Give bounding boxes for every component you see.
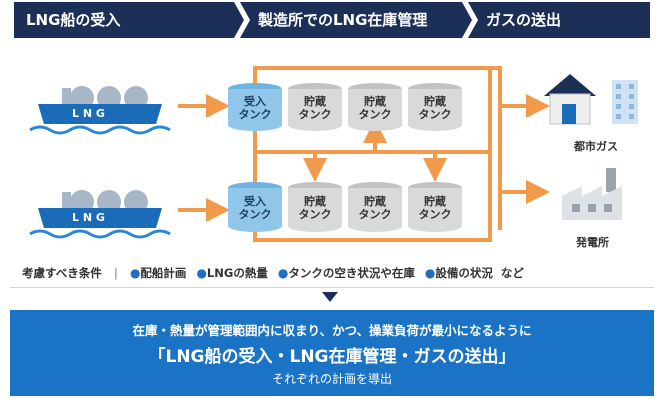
ship-icon — [29, 190, 171, 239]
process-header-background — [14, 2, 650, 38]
power-plant-icon — [562, 168, 622, 220]
power-plant-label: 発電所 — [576, 236, 609, 249]
receive-tank-2 — [228, 182, 282, 232]
ship-icon — [29, 86, 171, 135]
result-line-3: それぞれの計画を導出 — [271, 372, 392, 386]
storage-tank-2b-label: 貯蔵タンク — [358, 195, 392, 221]
step-receive-label: LNG船の受入 — [26, 11, 121, 29]
top-loop-pipe — [253, 66, 502, 230]
process-header: LNG船の受入 製造所でのLNG在庫管理 ガスの送出 — [0, 0, 658, 40]
tank-shapes — [228, 83, 462, 232]
receive-tank-2-label: 受入タンク — [238, 195, 272, 221]
ship-label: L N G — [72, 107, 105, 120]
down-arrow-icon — [322, 292, 338, 302]
step-inventory-label: 製造所でのLNG在庫管理 — [258, 11, 428, 29]
storage-tank-2a — [288, 182, 342, 232]
storage-tank-1b — [348, 83, 402, 131]
conditions-suffix: など — [500, 266, 524, 280]
receive-tank-1 — [228, 83, 282, 131]
pipe-network — [178, 66, 550, 242]
conditions-divider: | — [113, 266, 118, 280]
storage-tank-1c-label: 貯蔵タンク — [418, 95, 452, 121]
storage-tank-2c-label: 貯蔵タンク — [418, 195, 452, 221]
conditions-row: 考慮すべき条件 | ●配船計画 ●LNGの熱量 ●タンクの空き状況や在庫 ●設備… — [22, 263, 524, 283]
city-gas-icon — [544, 74, 638, 125]
storage-tank-1a-label: 貯蔵タンク — [298, 95, 332, 121]
condition-item: 配船計画 — [140, 266, 187, 280]
city-gas-label: 都市ガス — [574, 140, 618, 153]
bullet-icon: ● — [277, 266, 289, 280]
result-line-1: 在庫・熱量が管理範囲内に収まり、かつ、操業負荷が最小になるように — [132, 323, 532, 338]
bullet-icon: ● — [424, 266, 436, 280]
storage-tank-2c — [408, 182, 462, 232]
bottom-loop-pipe — [253, 70, 492, 242]
bullet-icon: ● — [129, 266, 141, 280]
condition-item: LNGの熱量 — [206, 266, 268, 280]
storage-tank-1a — [288, 83, 342, 131]
conditions-title: 考慮すべき条件 — [22, 266, 102, 280]
result-line-2: 「LNG船の受入・LNG在庫管理・ガスの送出」 — [148, 347, 516, 367]
receive-tank-1-label: 受入タンク — [238, 95, 272, 121]
step-sendout-label: ガスの送出 — [486, 11, 562, 29]
result-box: 在庫・熱量が管理範囲内に収まり、かつ、操業負荷が最小になるように 「LNG船の受… — [10, 310, 654, 396]
storage-tank-2a-label: 貯蔵タンク — [298, 195, 332, 221]
condition-item: 設備の状況 — [435, 266, 493, 280]
storage-tank-1c — [408, 83, 462, 131]
storage-tank-2b — [348, 182, 402, 232]
condition-item: タンクの空き状況や在庫 — [288, 266, 415, 280]
divider — [10, 287, 654, 288]
storage-tank-1b-label: 貯蔵タンク — [358, 95, 392, 121]
ship-label: L N G — [72, 211, 105, 224]
lng-ship-2: L N G — [22, 174, 172, 240]
lng-ship-1: L N G — [22, 70, 172, 136]
bullet-icon: ● — [196, 266, 207, 280]
